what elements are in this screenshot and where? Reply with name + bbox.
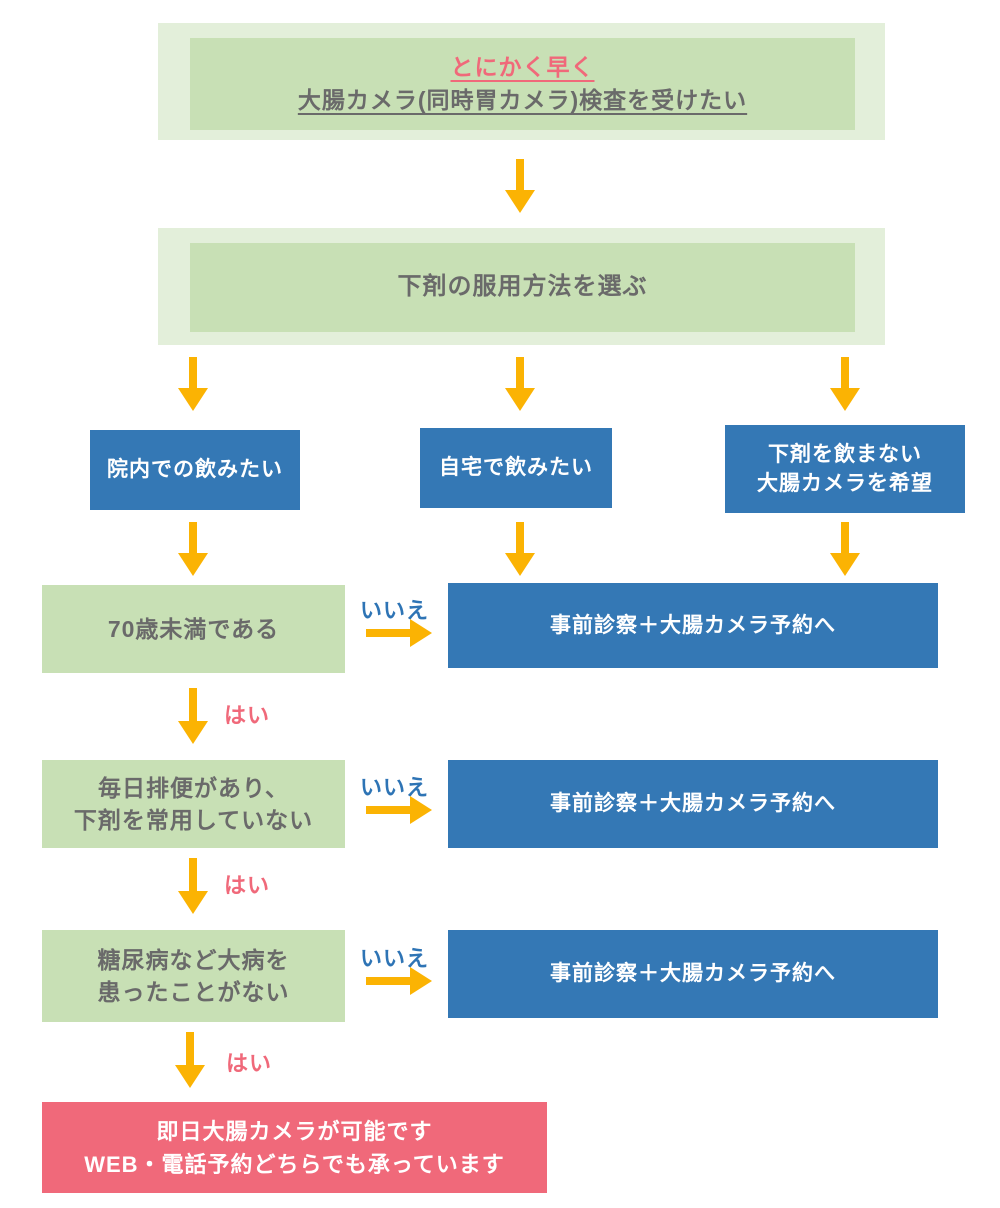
decision-daily-bowel-line2: 下剤を常用していない (73, 807, 314, 833)
down-arrow-icon (830, 357, 860, 411)
step2-banner-inner: 下剤の服用方法を選ぶ (190, 243, 855, 332)
right-arrow-icon (366, 796, 432, 824)
option-no-laxative-label-line2: 大腸カメラを希望 (757, 472, 933, 495)
down-arrow-icon (178, 688, 208, 744)
result-pre-exam-box-2: 事前診察＋大腸カメラ予約へ (448, 760, 938, 848)
start-banner: とにかく早く 大腸カメラ(同時胃カメラ)検査を受けたい (158, 23, 885, 140)
right-arrow-icon (366, 967, 432, 995)
final-line1: 即日大腸カメラが可能です (156, 1118, 433, 1144)
decision-daily-bowel-line1: 毎日排便があり、 (97, 774, 290, 801)
decision-no-major-illness-box: 糖尿病など大病を 患ったことがない (42, 930, 345, 1022)
down-arrow-icon (505, 159, 535, 213)
option-at-home-label: 自宅で飲みたい (439, 456, 593, 480)
down-arrow-icon (178, 522, 208, 576)
start-banner-inner: とにかく早く 大腸カメラ(同時胃カメラ)検査を受けたい (190, 38, 855, 130)
start-line1: とにかく早く (450, 53, 595, 80)
down-arrow-icon (505, 522, 535, 576)
decision-under-70-box: 70歳未満である (42, 585, 345, 673)
down-arrow-icon (178, 858, 208, 914)
option-no-laxative-box: 下剤を飲まない 大腸カメラを希望 (725, 425, 965, 513)
decision-no-major-illness-line1: 糖尿病など大病を (97, 946, 290, 973)
decision-under-70-label: 70歳未満である (107, 615, 280, 642)
option-no-laxative-label-line1: 下剤を飲まない (768, 442, 922, 466)
decision-2-no-label: いいえ (360, 775, 430, 800)
result-pre-exam-label-3: 事前診察＋大腸カメラ予約へ (550, 962, 836, 986)
decision-3-no-label: いいえ (360, 946, 430, 971)
step2-label: 下剤の服用方法を選ぶ (397, 273, 648, 301)
result-pre-exam-label-2: 事前診察＋大腸カメラ予約へ (550, 792, 836, 816)
down-arrow-icon (175, 1032, 205, 1088)
down-arrow-icon (830, 522, 860, 576)
option-in-clinic-box: 院内での飲みたい (90, 430, 300, 510)
final-line2: WEB・電話予約どちらでも承っています (84, 1151, 505, 1177)
decision-daily-bowel-box: 毎日排便があり、 下剤を常用していない (42, 760, 345, 848)
down-arrow-icon (178, 357, 208, 411)
decision-no-major-illness-line2: 患ったことがない (97, 979, 290, 1005)
final-same-day-box: 即日大腸カメラが可能です WEB・電話予約どちらでも承っています (42, 1102, 547, 1193)
result-pre-exam-label-1: 事前診察＋大腸カメラ予約へ (550, 613, 836, 637)
decision-2-yes-label: はい (224, 873, 271, 898)
option-in-clinic-label: 院内での飲みたい (107, 458, 283, 482)
result-pre-exam-box-1: 事前診察＋大腸カメラ予約へ (448, 583, 938, 668)
option-at-home-box: 自宅で飲みたい (420, 428, 612, 508)
start-line2: 大腸カメラ(同時胃カメラ)検査を受けたい (297, 87, 748, 113)
down-arrow-icon (505, 357, 535, 411)
decision-1-yes-label: はい (224, 703, 271, 728)
decision-1-no-label: いいえ (360, 598, 430, 623)
step2-banner: 下剤の服用方法を選ぶ (158, 228, 885, 345)
decision-3-yes-label: はい (226, 1051, 273, 1076)
right-arrow-icon (366, 619, 432, 647)
result-pre-exam-box-3: 事前診察＋大腸カメラ予約へ (448, 930, 938, 1018)
